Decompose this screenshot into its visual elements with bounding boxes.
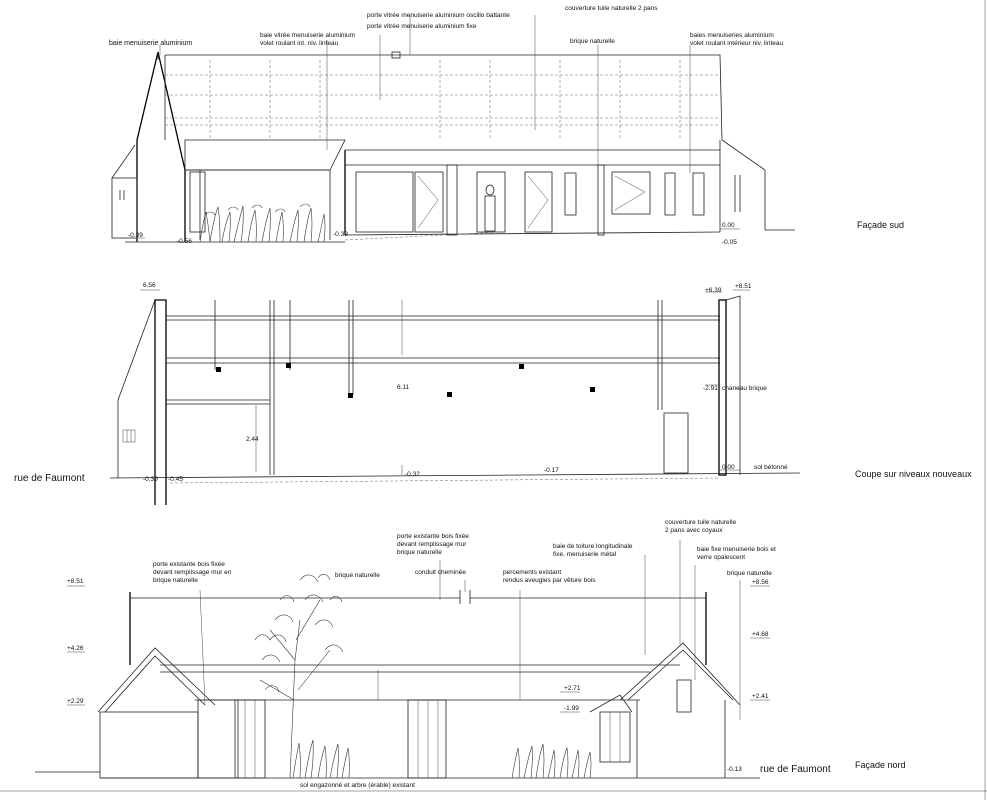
label-volet-roulant-interieur: volet roulant intérieur niv. linteau: [690, 40, 783, 47]
level-section-mid: -0.32: [405, 471, 420, 478]
label-baie-fixe-b: verre opalescent: [697, 554, 745, 561]
level-section-left-1: -0.39: [143, 476, 158, 483]
level-section-top-left: 6.56: [143, 282, 156, 289]
level-south-2: -0.56: [177, 238, 192, 245]
level-section-ground: 0.00: [722, 464, 735, 471]
section-drawing: [109, 289, 801, 505]
level-south-4: 0.00: [722, 222, 735, 229]
label-percements-a: percements existant: [503, 569, 561, 576]
label-volet-roulant: volet roulant int. niv. linteau: [260, 40, 339, 47]
level-north-left-1: +8.51: [67, 578, 84, 585]
label-baie-vitree: baie vitrée menuiserie aluminium: [260, 32, 355, 39]
level-south-5: -0.05: [722, 239, 737, 246]
label-porte-existante-1b: devant remplissage mur en: [153, 569, 232, 576]
label-brique-naturelle: brique naturelle: [570, 38, 615, 45]
dim-section-floor: 2.44: [246, 436, 259, 443]
label-baie-fixe-a: baie fixe menuiserie bois et: [697, 546, 776, 553]
label-baie-toiture-b: fixe, menuiserie métal: [553, 551, 617, 558]
label-conduit-cheminee: conduit cheminée: [415, 569, 466, 576]
title-facade-sud: Façade sud: [857, 220, 904, 230]
level-north-right-3: +2.41: [752, 693, 769, 700]
label-chaneau-brique: chaneau brique: [722, 385, 767, 392]
level-north-mid-1: +2.71: [564, 685, 581, 692]
level-section-left-2: -0.45: [168, 476, 183, 483]
north-facade-drawing: [35, 540, 770, 779]
label-porte-existante-1c: brique naturelle: [153, 577, 198, 584]
label-couverture-tuile: couverture tuile naturelle 2 pans: [565, 5, 658, 12]
label-porte-oscillo: porte vitrée menuiserie aluminium oscill…: [367, 12, 510, 19]
level-north-mid-2: -1.99: [564, 705, 579, 712]
street-label-north: rue de Faumont: [760, 764, 831, 775]
label-porte-existante-2c: brique naturelle: [397, 549, 442, 556]
label-porte-existante-2b: devant remplissage mur: [397, 541, 467, 548]
label-percements-b: rendus aveugles par vêture bois: [503, 577, 596, 584]
street-label-section: rue de Faumont: [14, 473, 85, 484]
level-section-top-right-2: +8.51: [735, 283, 752, 290]
label-sol-betonne: sol bétonné: [754, 464, 788, 471]
label-porte-existante-1a: porte existante bois fixée: [153, 561, 225, 568]
dim-section-height: 6.11: [397, 384, 410, 391]
level-section-top-right: +6.39: [705, 287, 722, 294]
label-couverture-north-a: couverture tuile naturelle: [665, 519, 737, 526]
label-baie-toiture-a: baie de toiture longitudinale: [553, 543, 633, 550]
label-brique-north-2: brique naturelle: [727, 570, 772, 577]
title-facade-nord: Façade nord: [855, 760, 906, 770]
label-baie-menuiserie-aluminium: baie menuiserie aluminium: [109, 40, 192, 47]
label-couverture-north-b: 2 pans avec coyaux: [665, 527, 723, 534]
label-porte-existante-2a: porte existante bois fixée: [397, 533, 469, 540]
label-baies-menuiseries: baies menuiseries aluminium: [690, 32, 774, 39]
level-north-left-3: +2.29: [67, 698, 84, 705]
label-sol-engazonne: sol engazonné et arbre (érable) existant: [300, 782, 415, 789]
level-north-ground: -0.13: [727, 766, 742, 773]
level-north-left-2: +4.26: [67, 645, 84, 652]
level-section-chaneau: -2.91: [703, 385, 718, 392]
level-north-right-1: +8.56: [752, 579, 769, 586]
label-porte-fixe: porte vitrée menuiserie aluminium fixe: [367, 23, 477, 30]
level-section-right: -0.17: [544, 467, 559, 474]
south-facade-drawing: [111, 15, 795, 243]
level-north-right-2: +4.68: [752, 631, 769, 638]
level-south-1: -0.39: [128, 232, 143, 239]
label-brique-north-1: brique naturelle: [335, 572, 380, 579]
title-coupe: Coupe sur niveaux nouveaux: [855, 469, 972, 479]
level-south-3: -0.39: [333, 231, 348, 238]
